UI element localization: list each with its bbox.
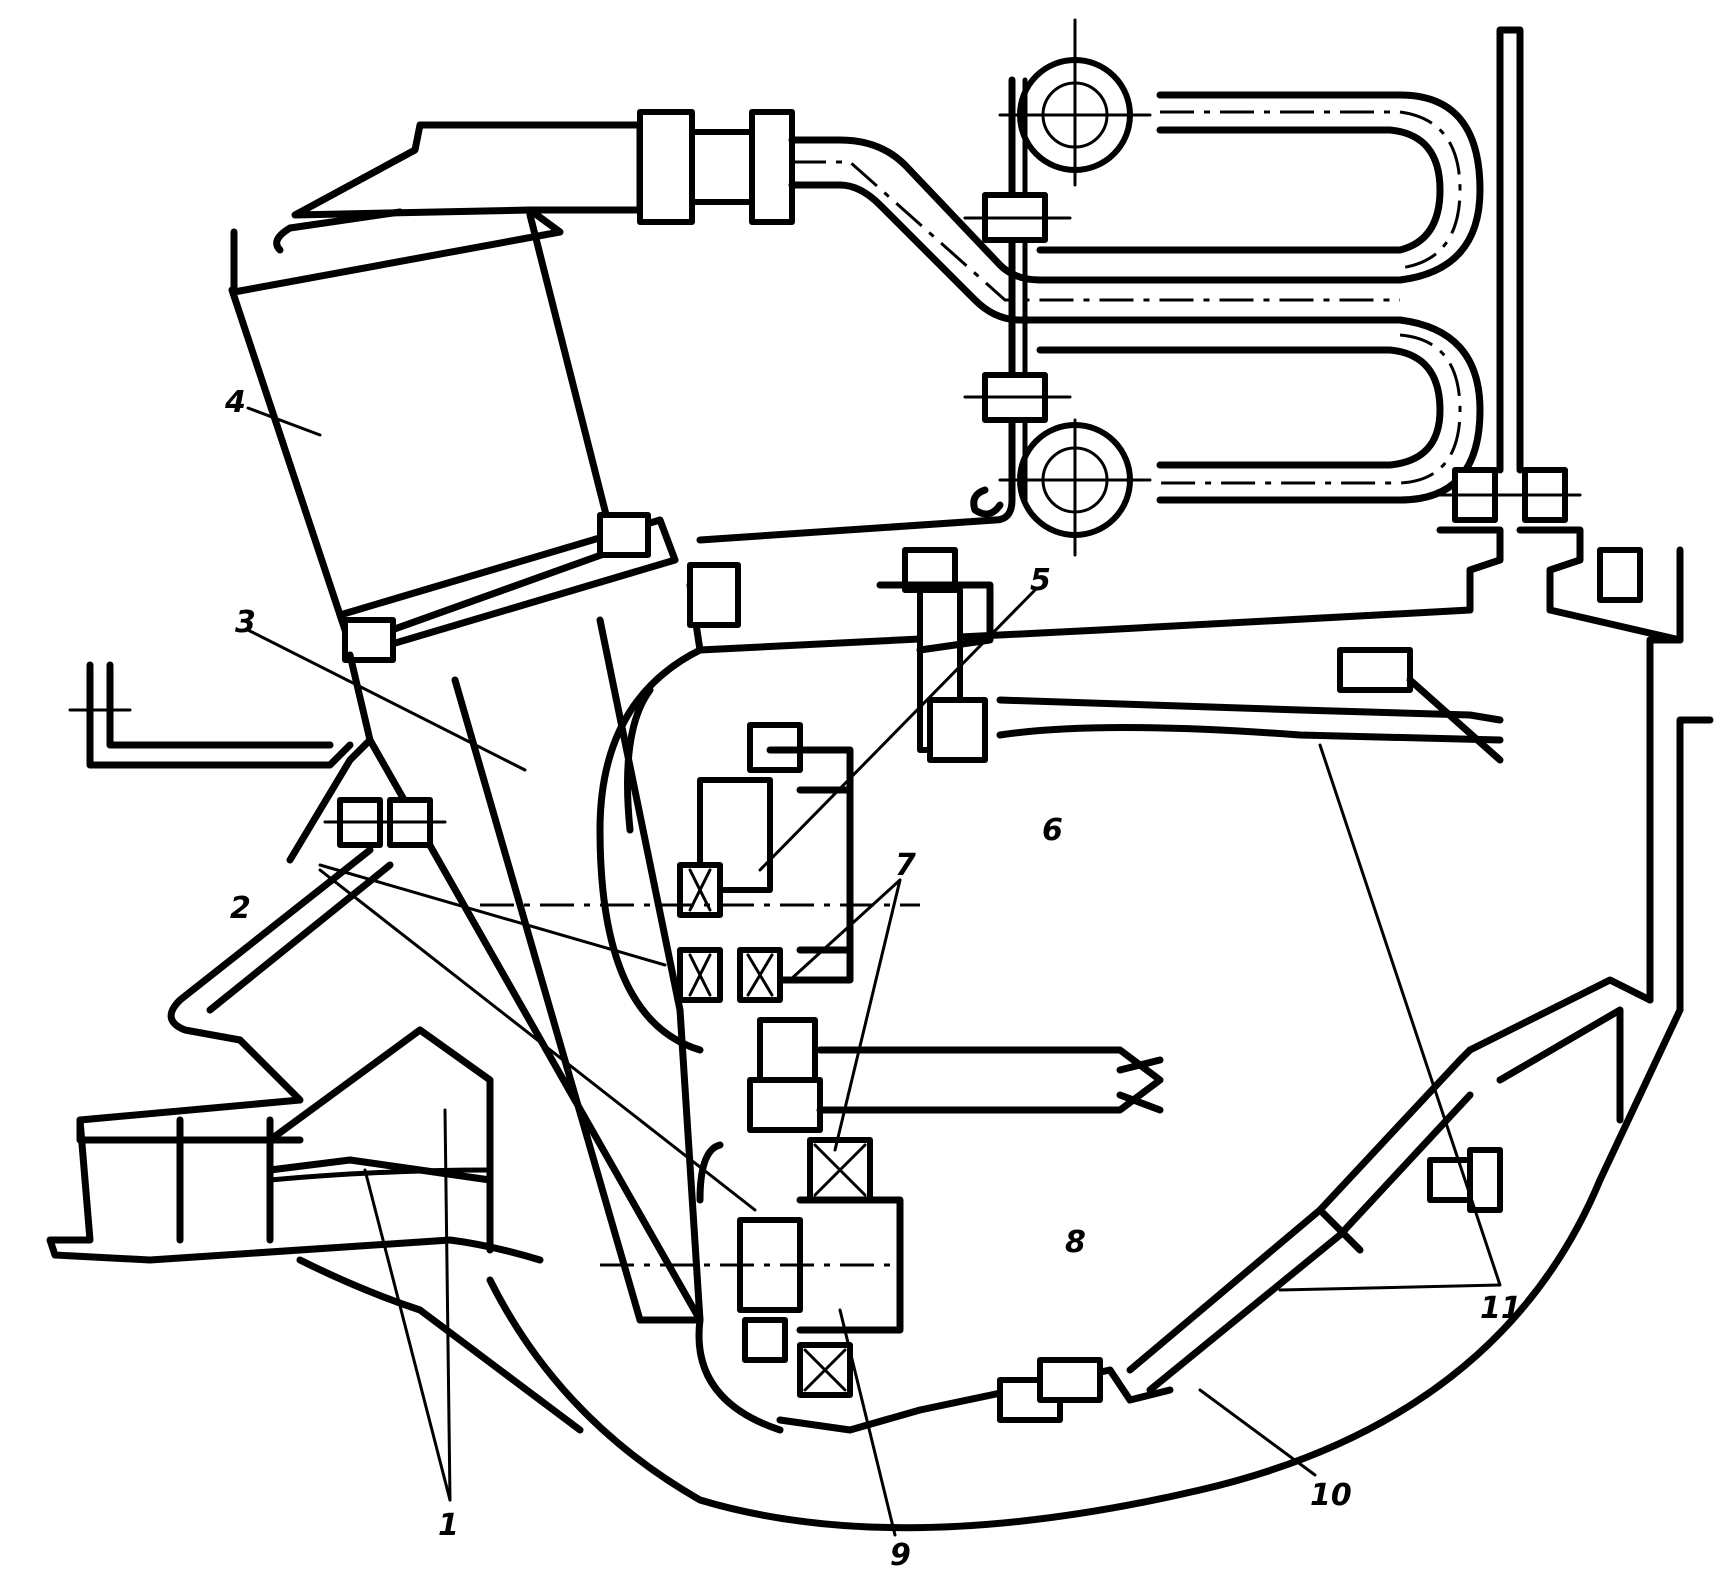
label-2: 2 xyxy=(230,891,251,926)
label-9: 9 xyxy=(890,1538,911,1573)
inlet-casing xyxy=(46,636,1714,1532)
mounting-bracket xyxy=(286,616,704,1324)
label-5: 5 xyxy=(1030,563,1051,598)
outer-casing-flange xyxy=(686,26,1684,654)
label-4: 4 xyxy=(224,385,246,420)
label-1: 1 xyxy=(438,1508,459,1543)
label-11: 11 xyxy=(1480,1291,1522,1326)
upper-gear-bearing-assembly xyxy=(480,547,1504,1054)
label-7: 7 xyxy=(895,848,916,883)
fuel-pipe-assembly xyxy=(230,18,1484,557)
leader-lines xyxy=(246,406,1502,1537)
label-10: 10 xyxy=(1310,1478,1352,1513)
label-3: 3 xyxy=(235,605,256,640)
label-6: 6 xyxy=(1042,813,1063,848)
lower-gear-bearing-assembly xyxy=(600,976,1654,1434)
label-8: 8 xyxy=(1065,1225,1086,1260)
